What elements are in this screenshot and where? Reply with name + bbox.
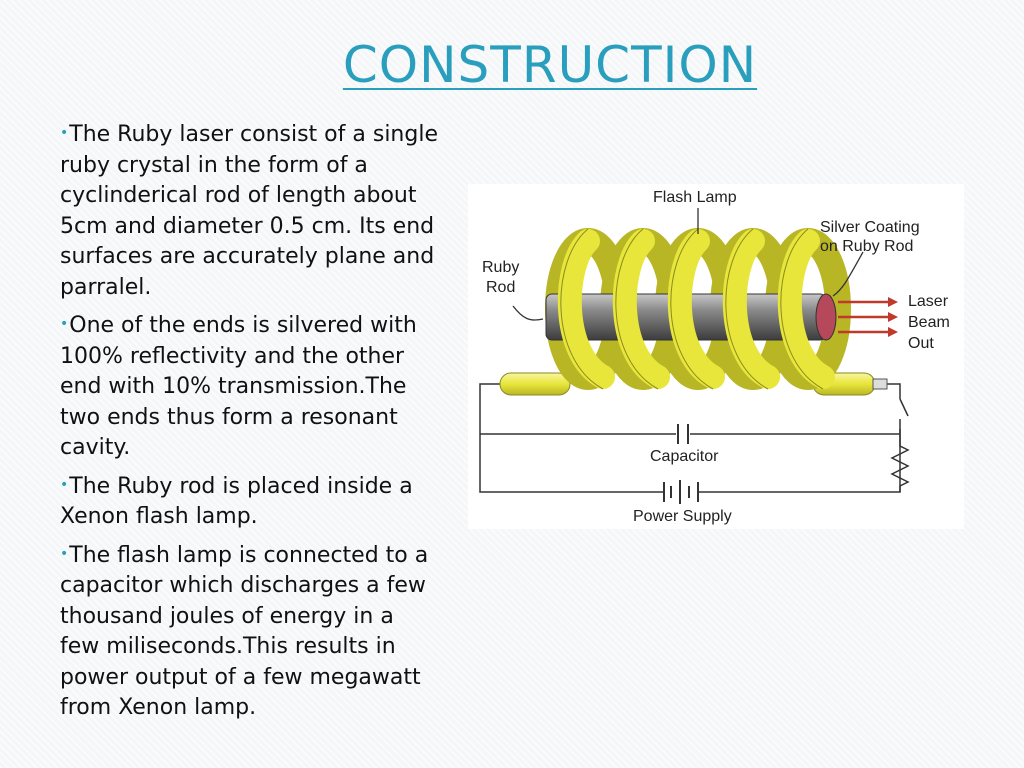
label-silver-coating: Silver Coating [820,219,920,236]
silver-coated-end [815,293,837,341]
bullet-dot-icon: • [60,125,69,141]
bullet-list: •The Ruby laser consist of a single ruby… [60,118,440,730]
resistor-symbol [890,434,910,492]
label-beam: Beam [908,314,950,331]
slide-title: CONSTRUCTION [342,36,758,94]
bullet-text: The Ruby laser consist of a single ruby … [60,122,438,300]
bullet-dot-icon: • [60,476,69,493]
switch-symbol [899,398,909,434]
bullet-dot-icon: • [60,316,69,332]
circuit-wires [479,383,901,493]
bullet-item: •One of the ends is silvered with 100% r… [60,309,440,464]
label-capacitor: Capacitor [650,448,719,465]
power-supply-symbol [663,480,699,504]
flash-tube-left [499,372,571,396]
label-power-supply: Power Supply [633,508,732,525]
flash-lamp-coil-front [557,229,835,389]
bullet-dot-icon: • [60,545,69,562]
tube-cap-right [872,378,888,390]
label-flash-lamp: Flash Lamp [653,189,737,206]
bullet-text: The flash lamp is connected to a capacit… [60,542,429,721]
label-pointers [512,208,864,321]
ruby-laser-diagram: Flash Lamp Silver Coating on Ruby Rod Ru… [468,184,964,529]
bullet-text: The Ruby rod is placed inside a Xenon fl… [60,473,413,530]
laser-beam [838,297,898,337]
label-laser: Laser [908,293,949,310]
label-out: Out [908,335,934,352]
label-on-ruby-rod: on Ruby Rod [820,238,913,255]
bullet-text: One of the ends is silvered with 100% re… [60,313,417,460]
bullet-item: •The Ruby laser consist of a single ruby… [60,118,440,303]
diagram-svg: Flash Lamp Silver Coating on Ruby Rod Ru… [479,189,950,525]
label-rod: Rod [486,279,515,296]
capacitor-symbol [677,424,689,444]
label-ruby: Ruby [482,259,519,276]
bullet-item: •The Ruby rod is placed inside a Xenon f… [60,470,440,533]
bullet-item: •The flash lamp is connected to a capaci… [60,539,440,724]
